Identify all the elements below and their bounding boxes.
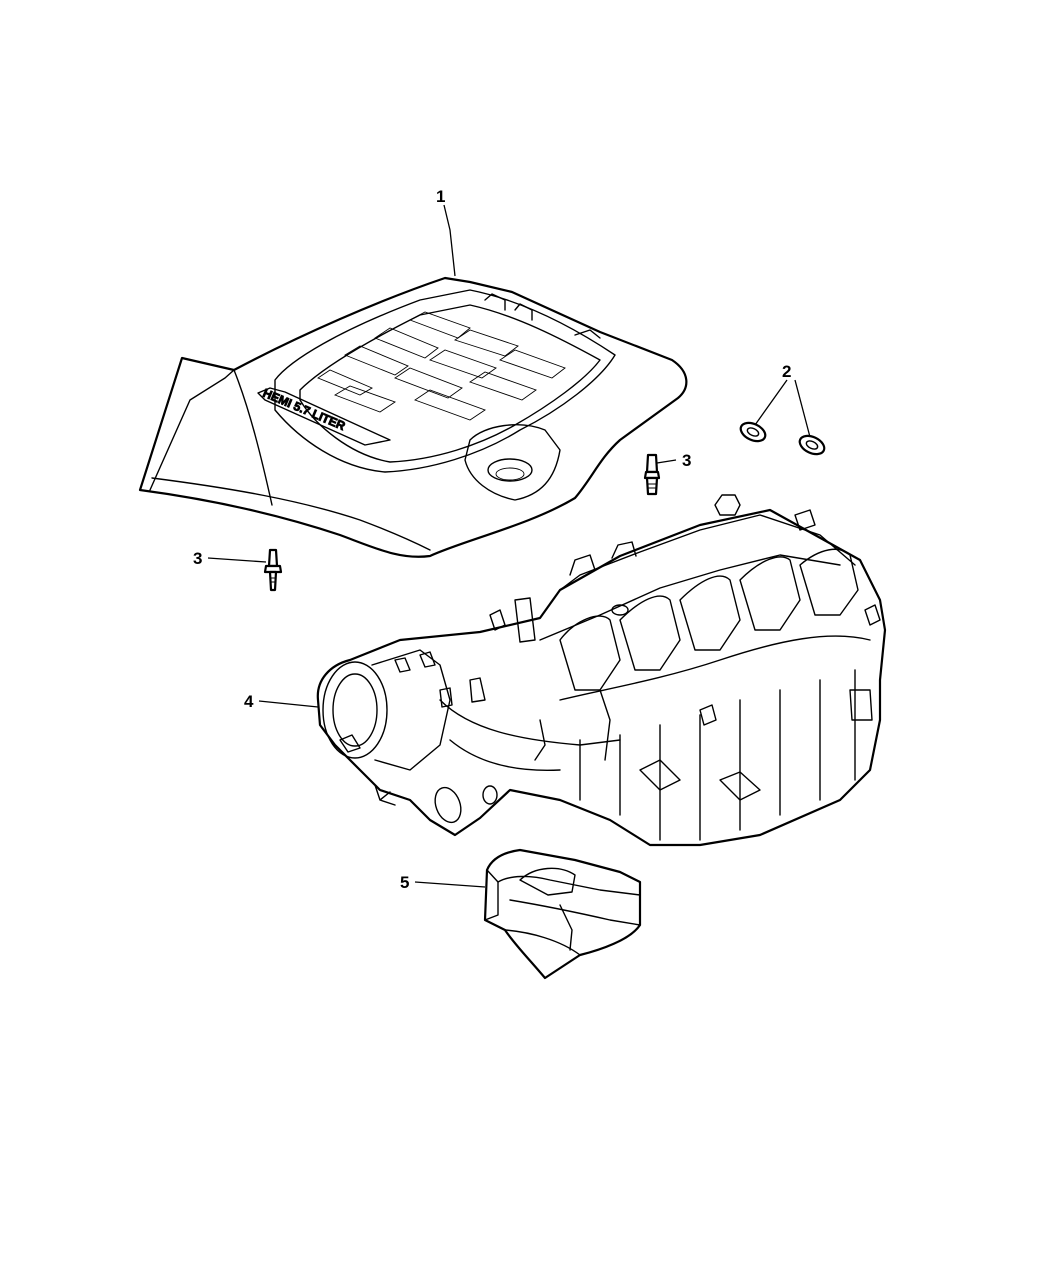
grommet-left[interactable]: [738, 419, 768, 444]
stud-bolt-lower[interactable]: [263, 548, 283, 592]
insulator[interactable]: [483, 848, 642, 980]
leader-5: [414, 881, 486, 888]
intake-manifold[interactable]: [316, 494, 887, 847]
leader-2b: [794, 379, 811, 438]
leader-3b: [207, 557, 267, 563]
leader-lines: [207, 204, 811, 888]
callout-5: 5: [400, 873, 409, 892]
leader-4: [258, 700, 319, 708]
callout-labels: 1 2 3 3 4 5: [193, 187, 791, 892]
callout-4: 4: [244, 692, 254, 711]
leader-2a: [754, 379, 788, 426]
callout-2: 2: [782, 362, 791, 381]
callout-3-lower: 3: [193, 549, 202, 568]
callout-1: 1: [436, 187, 445, 206]
leader-3a: [656, 459, 677, 464]
leader-1: [443, 204, 456, 277]
engine-cover[interactable]: HEMI 5.7 LITER: [138, 276, 688, 558]
callout-3-upper: 3: [682, 451, 691, 470]
stud-bolt-upper[interactable]: [643, 453, 661, 496]
grommet-right[interactable]: [797, 432, 827, 457]
